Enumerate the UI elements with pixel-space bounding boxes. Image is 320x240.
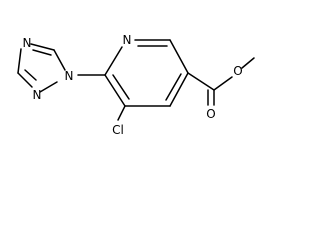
bond-c3-c2: [104, 74, 126, 107]
chlorine-label: Cl: [112, 123, 124, 137]
bond-triazole-c3-n4: [17, 48, 22, 74]
bond-c3-c2-inner: [112, 74, 130, 100]
bond-c5-carbonyl: [187, 72, 215, 91]
bond-c3-cl: [117, 105, 126, 121]
bond-triazole-c5-n1: [53, 49, 66, 71]
bond-c5-c4-inner: [165, 73, 182, 101]
molecule-structure: N Cl O O N N N: [17, 33, 255, 137]
pyridine-n-label: N: [123, 33, 132, 47]
bond-triazole-n2-c3: [17, 72, 33, 88]
bond-triazole-n1-n2: [39, 81, 58, 93]
bond-triazole-n4-c5-inner: [32, 49, 52, 56]
bond-carbonyl-ester-o: [213, 76, 233, 91]
triazole-n1-label: N: [65, 69, 74, 83]
carbonyl-o-label: O: [206, 107, 215, 121]
ester-o-label: O: [233, 64, 242, 78]
triazole-n4-label: N: [23, 36, 32, 50]
bond-triazole-n4-c5: [30, 43, 55, 51]
bond-c6-c5: [169, 39, 189, 74]
bond-ester-o-methyl: [241, 57, 255, 69]
bond-c2-n1: [104, 46, 123, 76]
triazole-n2-label: N: [33, 88, 42, 102]
bond-c5-c4: [169, 72, 189, 107]
bond-triazole-n2-c3-inner: [24, 69, 37, 81]
